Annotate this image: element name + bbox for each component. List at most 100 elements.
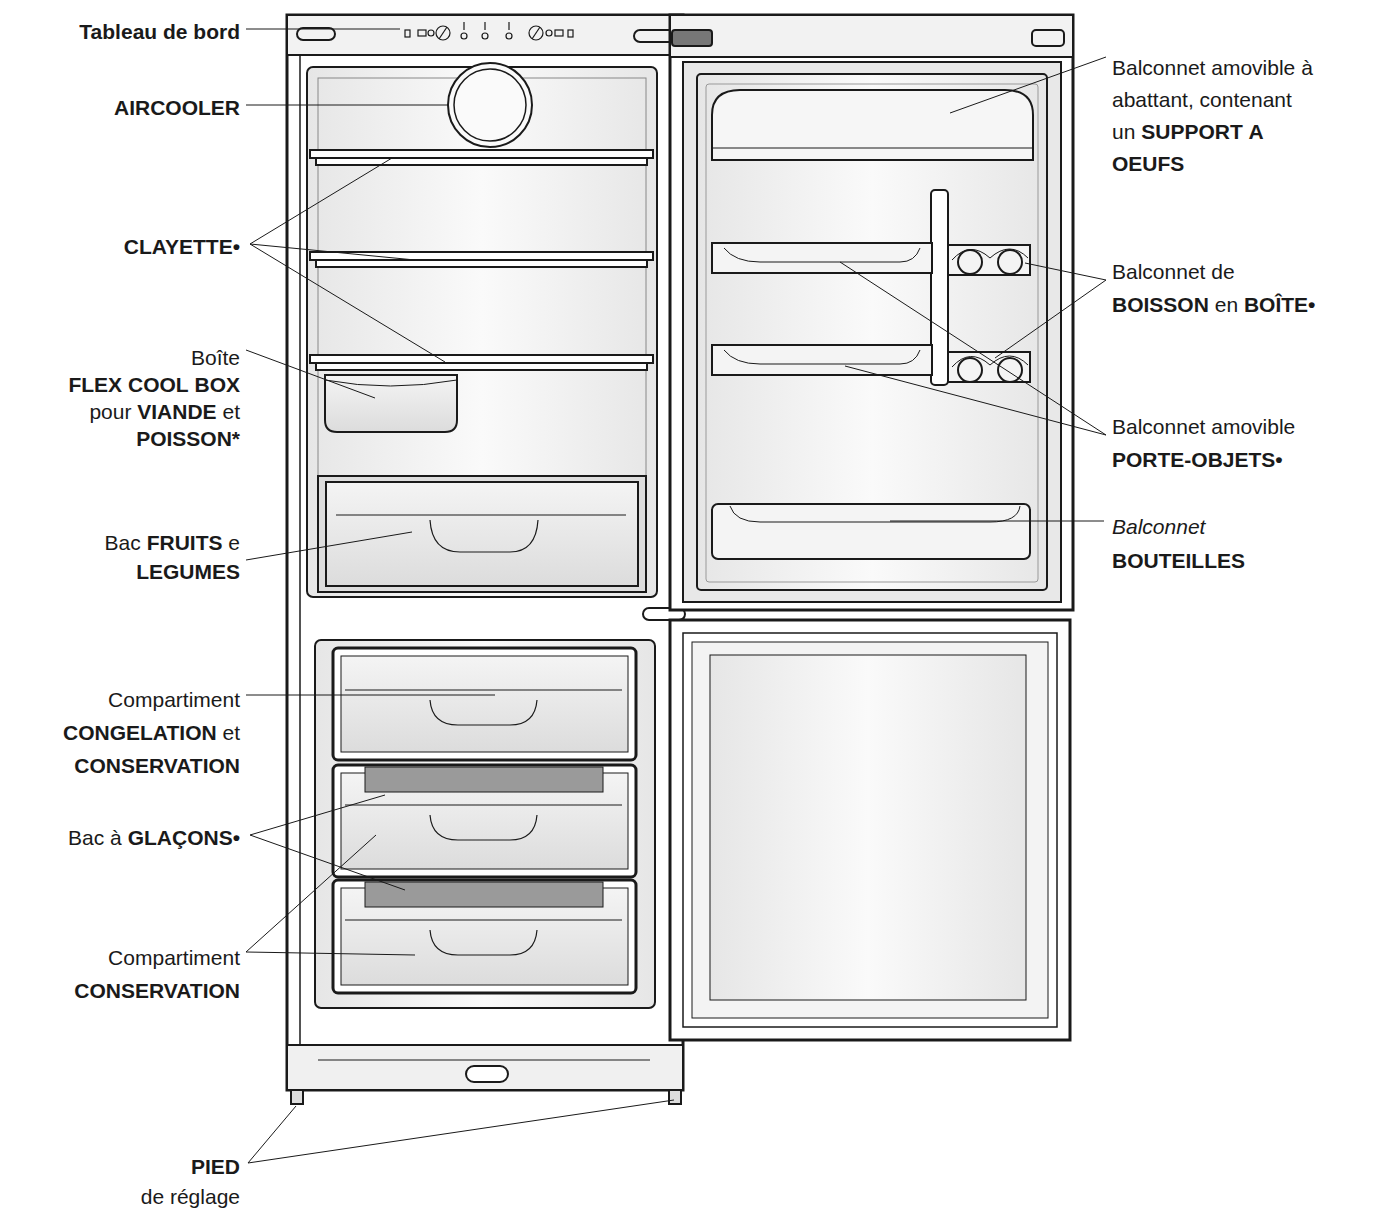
fridge-stroke: [287, 15, 683, 55]
fridge-stroke: [333, 765, 636, 877]
fridge-stroke: [506, 33, 512, 39]
fridge-stroke: [250, 244, 415, 260]
fridge-stroke: [670, 620, 1070, 1040]
fridge-stroke: [333, 648, 636, 760]
fridge-stroke: [466, 1066, 508, 1082]
fridge-stroke: [246, 532, 412, 560]
fridge-stroke: [448, 63, 532, 147]
fridge-stroke: [310, 150, 653, 370]
fridge-stroke: [529, 26, 543, 40]
fridge-stroke: [246, 952, 415, 955]
fridge-stroke: [430, 815, 537, 840]
cabinet: [287, 15, 1073, 1104]
fridge-stroke: [931, 190, 948, 385]
fridge-stroke: [326, 482, 638, 586]
fridge-stroke: [952, 249, 1028, 260]
fridge-stroke: [248, 1100, 674, 1163]
panel-label: Tableau de bord: [79, 17, 240, 47]
fridge-stroke: [697, 74, 1047, 590]
fridge-stroke: [712, 345, 932, 375]
fridge-stroke: [325, 380, 457, 386]
fridge-stroke: [555, 30, 563, 36]
fridge-stroke: [436, 26, 450, 40]
fridge-stroke: [958, 250, 982, 274]
fridge-stroke: [287, 15, 683, 1090]
part-label: Compartiment CONSERVATION: [74, 941, 240, 1007]
fridge-stroke: [316, 158, 647, 165]
fridge-stroke: [845, 366, 1106, 435]
fridge-stroke: [345, 690, 622, 691]
fridge-stroke: [246, 350, 375, 398]
fridge-stroke: [345, 805, 622, 806]
fridge-stroke: [299, 55, 301, 1045]
fridge-stroke: [508, 22, 509, 30]
fridge-stroke: [310, 252, 653, 260]
fridge-stroke: [840, 262, 1106, 435]
fridge-stroke: [291, 1090, 303, 1104]
fridge-stroke: [345, 920, 622, 921]
fridge-stroke: [248, 1106, 296, 1163]
fridge-stroke: [336, 515, 626, 516]
part-label: Bac FRUITS e LEGUMES: [105, 528, 240, 586]
fridge-stroke: [890, 521, 1104, 522]
fridge-stroke: [310, 355, 653, 363]
fridge-stroke: [250, 158, 392, 244]
part-label: Balconnet amovible à abattant, contenant…: [1112, 52, 1313, 180]
fridge-stroke: [683, 633, 1057, 1027]
fridge-stroke: [246, 29, 400, 30]
fridge-stroke: [430, 520, 538, 552]
part-label: CLAYETTE•: [124, 232, 240, 262]
fridge-stroke: [546, 30, 552, 36]
fridge-stroke: [692, 642, 1048, 1018]
fridge-stroke: [439, 27, 447, 39]
fridge-stroke: [532, 27, 540, 39]
fridge-stroke: [463, 22, 464, 30]
fridge-stroke: [958, 358, 982, 382]
fridge-stroke: [454, 69, 526, 141]
part-label: PIED de réglage: [141, 1152, 240, 1212]
fridge-stroke: [250, 244, 445, 362]
fridge-stroke: [482, 33, 488, 39]
fridge-stroke: [712, 504, 1030, 559]
fridge-stroke: [1032, 30, 1064, 46]
fridge-stroke: [952, 356, 1028, 367]
fridge-stroke: [706, 84, 1038, 582]
fridge-stroke: [325, 375, 457, 432]
fridge-stroke: [998, 250, 1022, 274]
part-label: AIRCOOLER: [114, 93, 240, 123]
fridge-stroke: [405, 22, 573, 40]
fridge-stroke: [724, 350, 920, 364]
part-label: Balconnet de BOISSON en BOÎTE•: [1112, 255, 1315, 321]
part-label: Balconnet BOUTEILLES: [1112, 510, 1245, 578]
fridge-stroke: [950, 57, 1106, 113]
fridge-stroke: [428, 30, 434, 36]
fridge-stroke: [1025, 263, 1106, 280]
fridge-stroke: [333, 880, 636, 993]
fridge-stroke: [246, 105, 448, 106]
fridge-stroke: [246, 695, 495, 696]
part-label: Compartiment CONGELATION et CONSERVATION: [63, 683, 240, 782]
fridge-stroke: [318, 476, 646, 592]
fridge-stroke: [712, 243, 932, 273]
fridge-stroke: [568, 30, 573, 37]
part-label: Boîte FLEX COOL BOX pour VIANDE et POISS…: [68, 344, 240, 452]
fridge-stroke: [287, 1045, 683, 1090]
fridge-stroke: [430, 700, 537, 725]
leader-lines: [246, 29, 1106, 1163]
fridge-stroke: [712, 148, 1033, 149]
fridge-stroke: [250, 835, 405, 890]
fridge-stroke: [341, 656, 628, 752]
fridge-stroke: [405, 30, 410, 37]
fridge-stroke: [365, 882, 603, 907]
fridge-stroke: [484, 22, 485, 30]
fridge-stroke: [250, 795, 385, 835]
fridge-stroke: [430, 930, 537, 955]
fridge-stroke: [724, 248, 920, 262]
fridge-stroke: [310, 150, 653, 158]
fridge-stroke: [669, 1090, 681, 1104]
fridge-stroke: [297, 28, 335, 40]
fridge-stroke: [670, 15, 1073, 57]
fridge-stroke: [365, 767, 603, 792]
